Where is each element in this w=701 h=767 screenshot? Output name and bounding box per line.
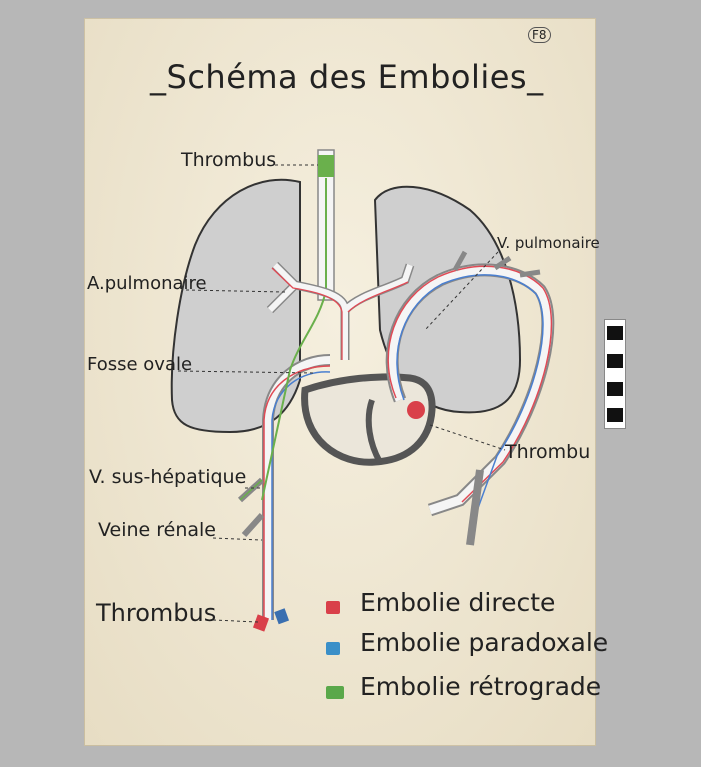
label-v-pulmonaire: V. pulmonaire	[497, 234, 600, 252]
label-fosse-ovale: Fosse ovale	[87, 354, 193, 375]
legend-label-direct: Embolie directe	[360, 588, 556, 617]
legend-label-retrograde: Embolie rétrograde	[360, 672, 602, 701]
pulmonary-vein-blue-line	[396, 274, 544, 531]
bottom-thrombus-blue	[274, 608, 290, 625]
legend-swatch-paradoxale	[326, 642, 340, 655]
label-thrombus-right: Thrombu	[505, 441, 591, 463]
label-thrombus-top: Thrombus	[181, 149, 277, 171]
label-veine-renale: Veine rénale	[98, 519, 216, 541]
label-thrombus-bottom: Thrombus	[96, 599, 217, 627]
label-v-sus-hepatique: V. sus-hépatique	[89, 466, 247, 488]
legend-swatch-direct	[326, 601, 340, 614]
ivc-blue-line	[271, 371, 331, 620]
page-title: _Schéma des Embolies_	[150, 58, 544, 96]
leader-lines	[177, 164, 506, 623]
corner-tag: F8	[528, 27, 551, 43]
pulmonary-vein-red-line	[387, 265, 553, 503]
ivc-red-line	[263, 365, 331, 620]
right-thrombus	[407, 401, 425, 419]
color-scale-bar	[604, 319, 626, 429]
top-thrombus	[318, 155, 334, 177]
heart-septum	[365, 399, 383, 464]
legend-label-paradoxale: Embolie paradoxale	[360, 628, 609, 657]
bottom-thrombus-red	[252, 614, 270, 632]
legend-swatch-retrograde	[326, 686, 344, 699]
label-a-pulmonaire: A.pulmonaire	[87, 273, 207, 294]
